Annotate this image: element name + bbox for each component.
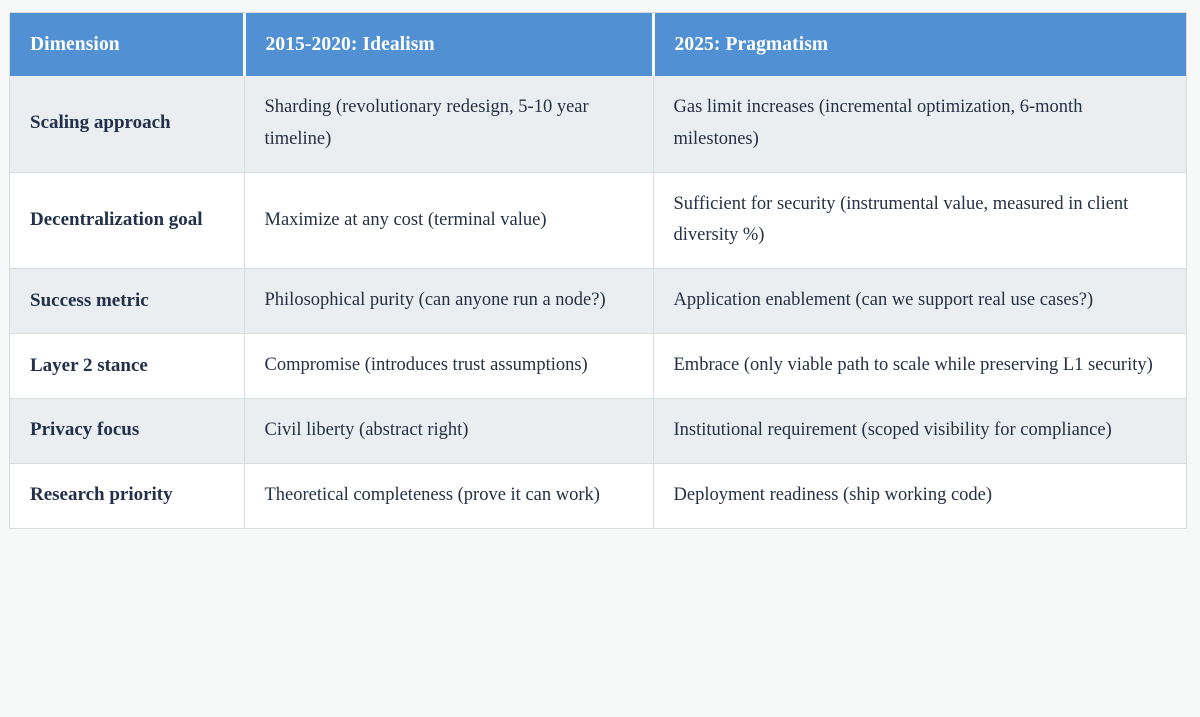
cell-pragmatism: Sufficient for security (instrumental va…: [653, 172, 1186, 270]
cell-idealism: Compromise (introduces trust assumptions…: [244, 333, 654, 399]
table-row: Research priority Theoretical completene…: [10, 463, 1186, 528]
column-header-pragmatism: 2025: Pragmatism: [653, 13, 1186, 76]
table-row: Privacy focus Civil liberty (abstract ri…: [10, 398, 1186, 464]
cell-pragmatism: Institutional requirement (scoped visibi…: [653, 398, 1186, 464]
cell-dimension: Scaling approach: [10, 76, 245, 173]
cell-idealism: Maximize at any cost (terminal value): [244, 172, 654, 270]
column-header-idealism: 2015-2020: Idealism: [244, 13, 655, 76]
table-header: Dimension 2015-2020: Idealism 2025: Prag…: [10, 13, 1186, 76]
comparison-table: Dimension 2015-2020: Idealism 2025: Prag…: [10, 13, 1186, 528]
cell-dimension: Decentralization goal: [10, 172, 245, 270]
table-row: Layer 2 stance Compromise (introduces tr…: [10, 333, 1186, 399]
cell-pragmatism: Gas limit increases (incremental optimiz…: [653, 76, 1186, 173]
cell-dimension: Success metric: [10, 268, 245, 335]
table-row: Decentralization goal Maximize at any co…: [10, 172, 1186, 270]
cell-pragmatism: Embrace (only viable path to scale while…: [653, 333, 1186, 399]
cell-pragmatism: Application enablement (can we support r…: [653, 268, 1186, 335]
column-header-dimension: Dimension: [10, 13, 246, 76]
table-row: Success metric Philosophical purity (can…: [10, 268, 1186, 335]
table-body: Scaling approach Sharding (revolutionary…: [10, 76, 1186, 528]
cell-idealism: Sharding (revolutionary redesign, 5-10 y…: [244, 76, 654, 173]
cell-idealism: Philosophical purity (can anyone run a n…: [244, 268, 654, 335]
cell-dimension: Layer 2 stance: [10, 333, 245, 399]
cell-dimension: Research priority: [10, 463, 245, 528]
table-row: Scaling approach Sharding (revolutionary…: [10, 76, 1186, 173]
cell-pragmatism: Deployment readiness (ship working code): [653, 463, 1186, 528]
cell-idealism: Theoretical completeness (prove it can w…: [244, 463, 654, 528]
table-header-row: Dimension 2015-2020: Idealism 2025: Prag…: [10, 13, 1186, 76]
cell-idealism: Civil liberty (abstract right): [244, 398, 654, 464]
cell-dimension: Privacy focus: [10, 398, 245, 464]
